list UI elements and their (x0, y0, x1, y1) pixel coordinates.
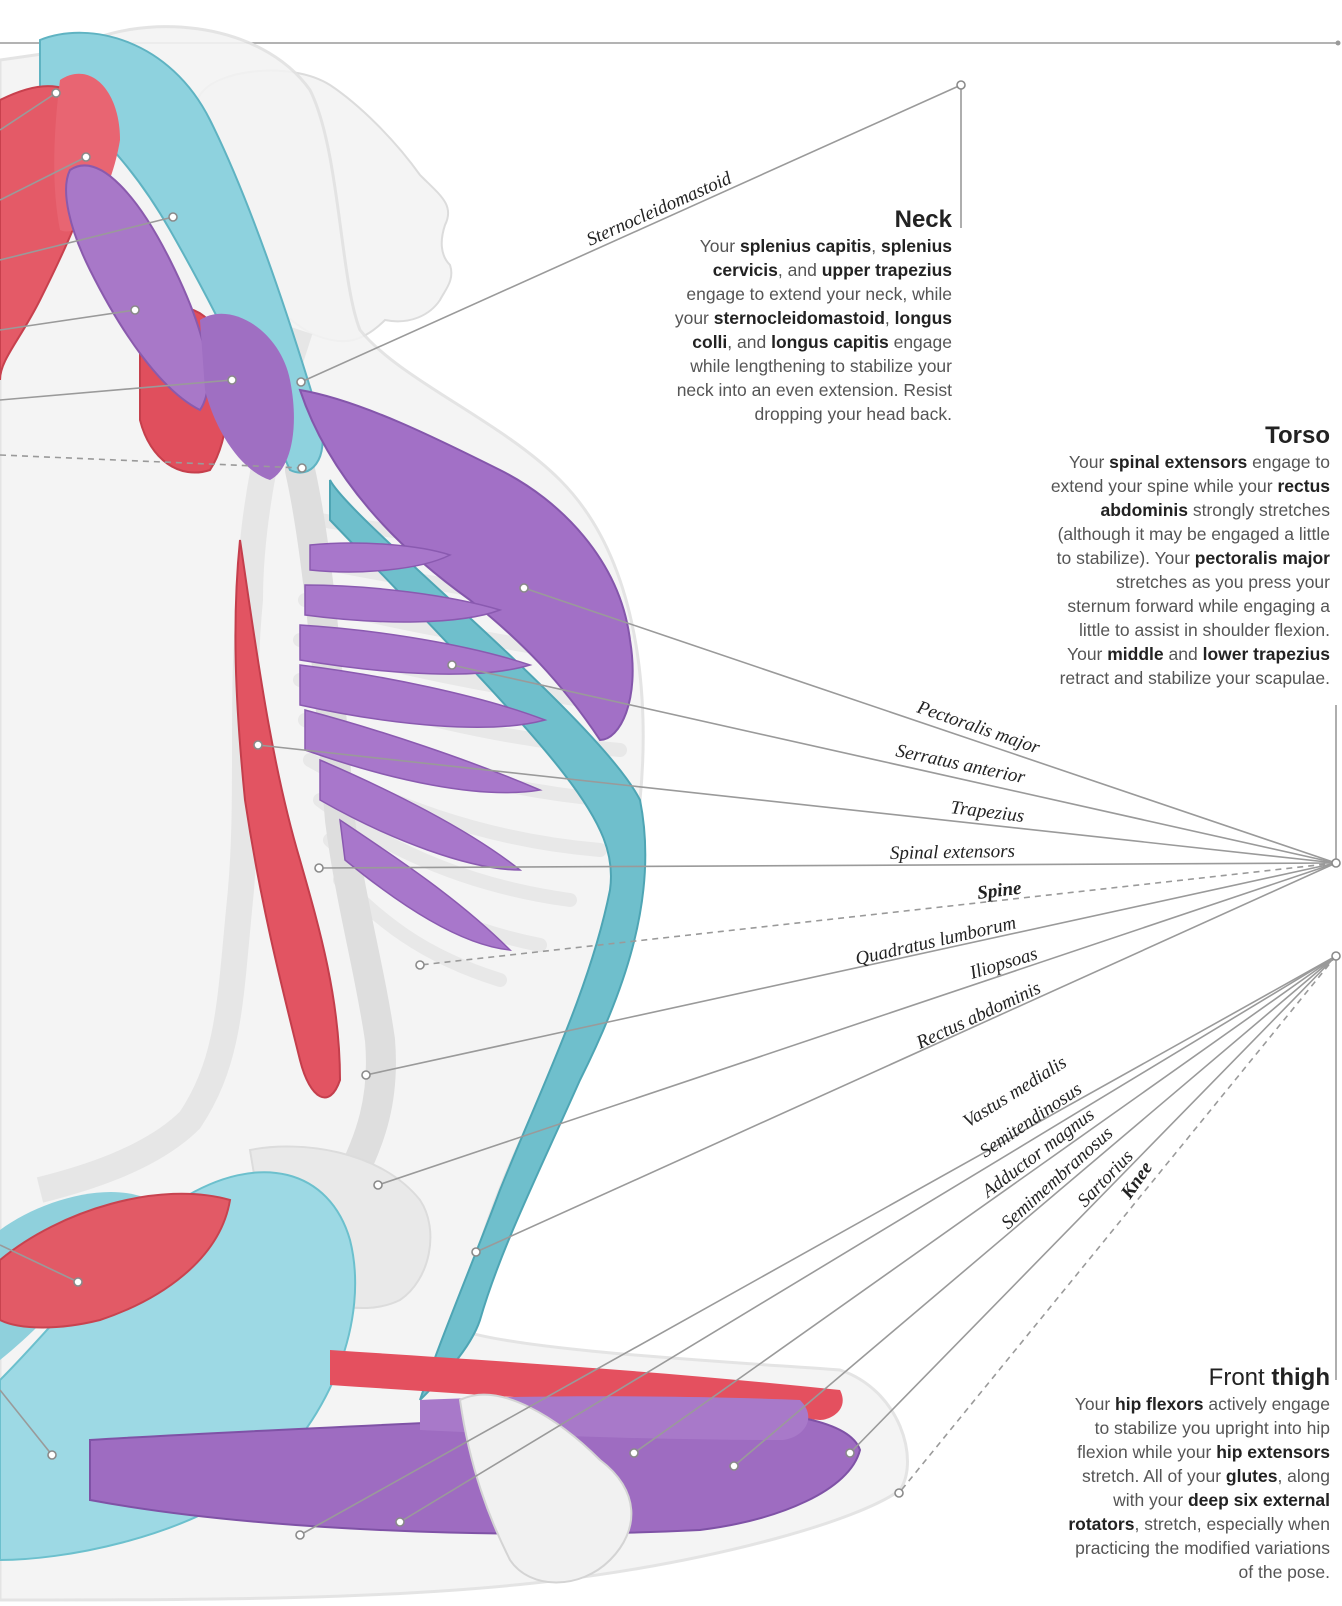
front-thigh-description: Your hip flexors actively engage to stab… (1060, 1392, 1330, 1584)
torso-description: Your spinal extensors engage to extend y… (1050, 450, 1330, 690)
label-spine: Spine (976, 878, 1023, 904)
torso-info: Torso Your spinal extensors engage to ex… (1050, 422, 1330, 690)
label-iliopsoas: Iliopsoas (966, 943, 1040, 984)
neck-info: Neck Your splenius capitis, splenius cer… (660, 206, 952, 426)
neck-title: Neck (660, 206, 952, 234)
front-thigh-title: Front thigh (1060, 1364, 1330, 1392)
top-rule-end-dot (1336, 41, 1341, 46)
label-rectus-abdominis: Rectus abdominis (912, 978, 1044, 1054)
torso-title: Torso (1050, 422, 1330, 450)
neck-description: Your splenius capitis, splenius cervicis… (660, 234, 952, 426)
label-spinal-extensors: Spinal extensors (890, 841, 1015, 864)
front-thigh-info: Front thigh Your hip flexors actively en… (1060, 1364, 1330, 1584)
